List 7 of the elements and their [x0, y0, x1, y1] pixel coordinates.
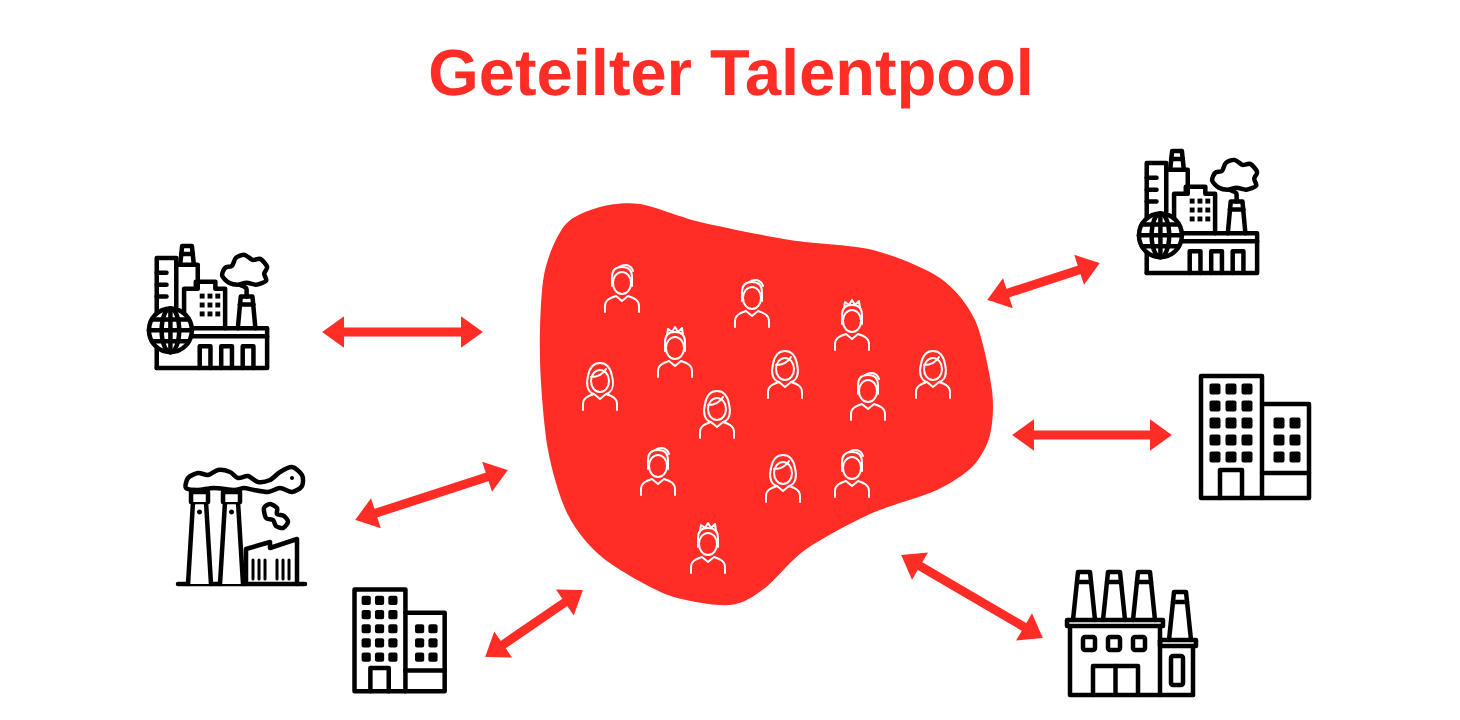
factory-icon: [1064, 569, 1199, 698]
building-icon: [352, 587, 447, 694]
factory-icon: [175, 464, 308, 587]
title: Geteilter Talentpool: [430, 47, 1030, 109]
factory-icon: [1136, 148, 1260, 276]
factory-icon: [146, 243, 270, 371]
building-icon: [1198, 373, 1312, 501]
